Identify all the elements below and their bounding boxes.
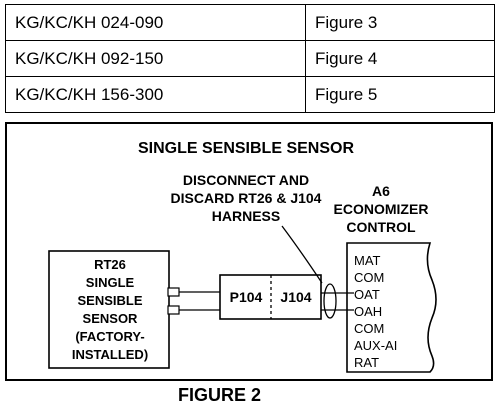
sensor-label-line: SENSOR	[83, 311, 139, 326]
terminal-label: COM	[354, 321, 384, 336]
sensor-label-line: SINGLE	[86, 275, 135, 290]
terminal-label: OAT	[354, 287, 380, 302]
sensor-lead-terminal	[167, 287, 180, 297]
diagram-title: SINGLE SENSIBLE SENSOR	[138, 140, 354, 157]
figure-cell: Figure 5	[305, 76, 495, 113]
terminal-label: AUX-AI	[354, 338, 397, 353]
diagram-frame	[5, 122, 493, 381]
sensor-label-line: RT26	[94, 257, 126, 272]
figure-cell: Figure 3	[305, 4, 495, 41]
sensor-label-line: (FACTORY-	[75, 329, 144, 344]
harness-leader-line	[281, 225, 323, 284]
sensor-label-line: SENSIBLE	[77, 293, 142, 308]
terminal-label: MAT	[354, 253, 381, 268]
model-cell: KG/KC/KH 024-090	[5, 4, 306, 41]
harness-marker	[323, 283, 337, 319]
terminal-label: OAH	[354, 304, 382, 319]
sensor-label-line: INSTALLED)	[72, 347, 148, 362]
disconnect-note-line-1: DISCONNECT AND	[183, 172, 309, 188]
controller-label-line-3: CONTROL	[346, 219, 416, 235]
terminal-label: COM	[354, 270, 384, 285]
figure-caption: FIGURE 2	[0, 385, 499, 406]
disconnect-note-line-2: DISCARD RT26 & J104	[171, 190, 322, 206]
model-cell: KG/KC/KH 156-300	[5, 76, 306, 113]
table-row: KG/KC/KH 156-300 Figure 5	[5, 76, 495, 113]
controller-box	[346, 242, 437, 373]
sensor-lead-terminal	[167, 305, 180, 315]
controller-label-line-2: ECONOMIZER	[334, 201, 429, 217]
disconnect-note-line-3: HARNESS	[212, 208, 280, 224]
table-row: KG/KC/KH 024-090 Figure 3	[5, 4, 495, 41]
table-row: KG/KC/KH 092-150 Figure 4	[5, 40, 495, 77]
connector-p104-label: P104	[230, 289, 263, 305]
figure-cell: Figure 4	[305, 40, 495, 77]
terminal-label: RAT	[354, 355, 379, 370]
model-figure-table: KG/KC/KH 024-090 Figure 3 KG/KC/KH 092-1…	[5, 4, 495, 113]
figure-caption-text: FIGURE 2	[177, 385, 261, 405]
connector-j104-label: J104	[280, 289, 311, 305]
controller-label-line-1: A6	[372, 183, 390, 199]
